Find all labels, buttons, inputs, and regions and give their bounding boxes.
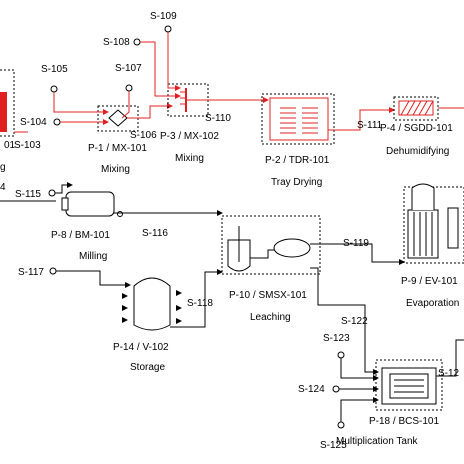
s108-source xyxy=(133,38,141,46)
s105-label: S-105 xyxy=(41,64,68,75)
p2-dryer-body xyxy=(269,97,329,141)
s125-label: S-125 xyxy=(320,440,347,451)
p9-label: P-9 / EV-101 xyxy=(401,276,458,287)
p14-outlet-arrows xyxy=(176,290,182,324)
p1-label: P-1 / MX-101 xyxy=(88,143,147,154)
s109-source xyxy=(164,25,172,33)
s116-label: S-116 xyxy=(142,228,168,239)
p8-label: P-8 / BM-101 xyxy=(51,230,110,241)
p14-inlet-arrows xyxy=(122,293,128,323)
p2-section: Tray Drying xyxy=(271,177,322,188)
s123-source xyxy=(337,351,345,359)
partial-unit-label: 01 xyxy=(4,140,16,151)
s117-line xyxy=(56,270,131,288)
p4-label: P-4 / SGDD-101 xyxy=(380,123,453,134)
p18-coil xyxy=(394,379,424,393)
s117-label: S-117 xyxy=(18,267,44,278)
s122-line xyxy=(310,267,379,375)
s125-line xyxy=(340,397,379,422)
p10-internal-line xyxy=(250,249,274,259)
p18-section: Multiplication Tank xyxy=(336,436,419,447)
p14-section: Storage xyxy=(130,362,165,373)
s124-source xyxy=(332,385,340,393)
s104-source xyxy=(53,118,61,126)
p9-separator xyxy=(447,207,459,249)
s104-label: S-104 xyxy=(20,117,47,128)
partial-stream-label: 4 xyxy=(0,182,6,193)
p9-vapor-head xyxy=(411,183,435,210)
s115-label: S-115 xyxy=(15,189,41,200)
p14-tank xyxy=(133,277,171,331)
s115-source xyxy=(48,189,56,197)
s107-label: S-107 xyxy=(115,63,142,74)
p4-section: Dehumidifying xyxy=(386,146,449,157)
s119-line xyxy=(310,243,405,265)
s103-label: S-103 xyxy=(14,140,41,151)
s122-label: S-122 xyxy=(341,316,368,327)
s111-label: S-111 xyxy=(357,120,383,131)
p18-box xyxy=(375,359,443,411)
p10-label: P-10 / SMSX-101 xyxy=(229,290,307,301)
p1-mixer-symbol xyxy=(108,109,128,127)
p4-hatch xyxy=(400,100,434,116)
s109-line xyxy=(167,32,181,91)
s125-source xyxy=(337,421,345,429)
s107-source xyxy=(125,84,133,92)
p10-settler xyxy=(273,238,311,258)
s118-line xyxy=(170,269,223,328)
p9-box xyxy=(403,186,464,264)
p1-section: Mixing xyxy=(101,164,130,175)
p3-label: P-3 / MX-102 xyxy=(160,131,219,142)
partial-section-label: g xyxy=(0,162,6,173)
p8-mill-body xyxy=(65,191,115,217)
s108-label: S-108 xyxy=(103,37,130,48)
s108-line xyxy=(140,41,181,99)
p14-label: P-14 / V-102 xyxy=(113,342,169,353)
s110-label: S-110 xyxy=(205,113,231,124)
s119-label: S-119 xyxy=(343,238,369,249)
s124-label: S-124 xyxy=(298,384,325,395)
s118-label: S-118 xyxy=(187,298,213,309)
p10-section: Leaching xyxy=(250,312,291,323)
p10-box xyxy=(221,215,321,275)
s105-line xyxy=(53,92,109,115)
s123-line xyxy=(340,358,379,381)
p3-section: Mixing xyxy=(175,153,204,164)
p8-motor xyxy=(117,211,123,217)
s117-source xyxy=(49,267,57,275)
partial-unit-body xyxy=(0,92,7,132)
p9-calandria xyxy=(407,209,439,259)
p8-mill-end xyxy=(61,197,69,211)
s105-source xyxy=(50,85,58,93)
s115-line xyxy=(55,182,73,194)
p4-box xyxy=(393,96,439,121)
p9-section: Evaporation xyxy=(406,298,459,309)
s109-label: S-109 xyxy=(150,11,177,22)
s111-line xyxy=(328,107,395,131)
p8-section: Milling xyxy=(79,251,107,262)
s123-label: S-123 xyxy=(323,333,350,344)
p4-body xyxy=(398,100,434,116)
p2-trays xyxy=(280,107,318,134)
p9-tubes xyxy=(413,212,433,256)
s106-line xyxy=(127,103,173,119)
s106-label: S-106 xyxy=(130,130,157,141)
p18-label: P-18 / BCS-101 xyxy=(369,416,439,427)
s107-line xyxy=(121,91,130,119)
p2-label: P-2 / TDR-101 xyxy=(265,155,330,166)
s12x-line xyxy=(436,339,464,377)
s12x-label: S-12 xyxy=(438,368,460,379)
p2-box xyxy=(261,93,335,145)
